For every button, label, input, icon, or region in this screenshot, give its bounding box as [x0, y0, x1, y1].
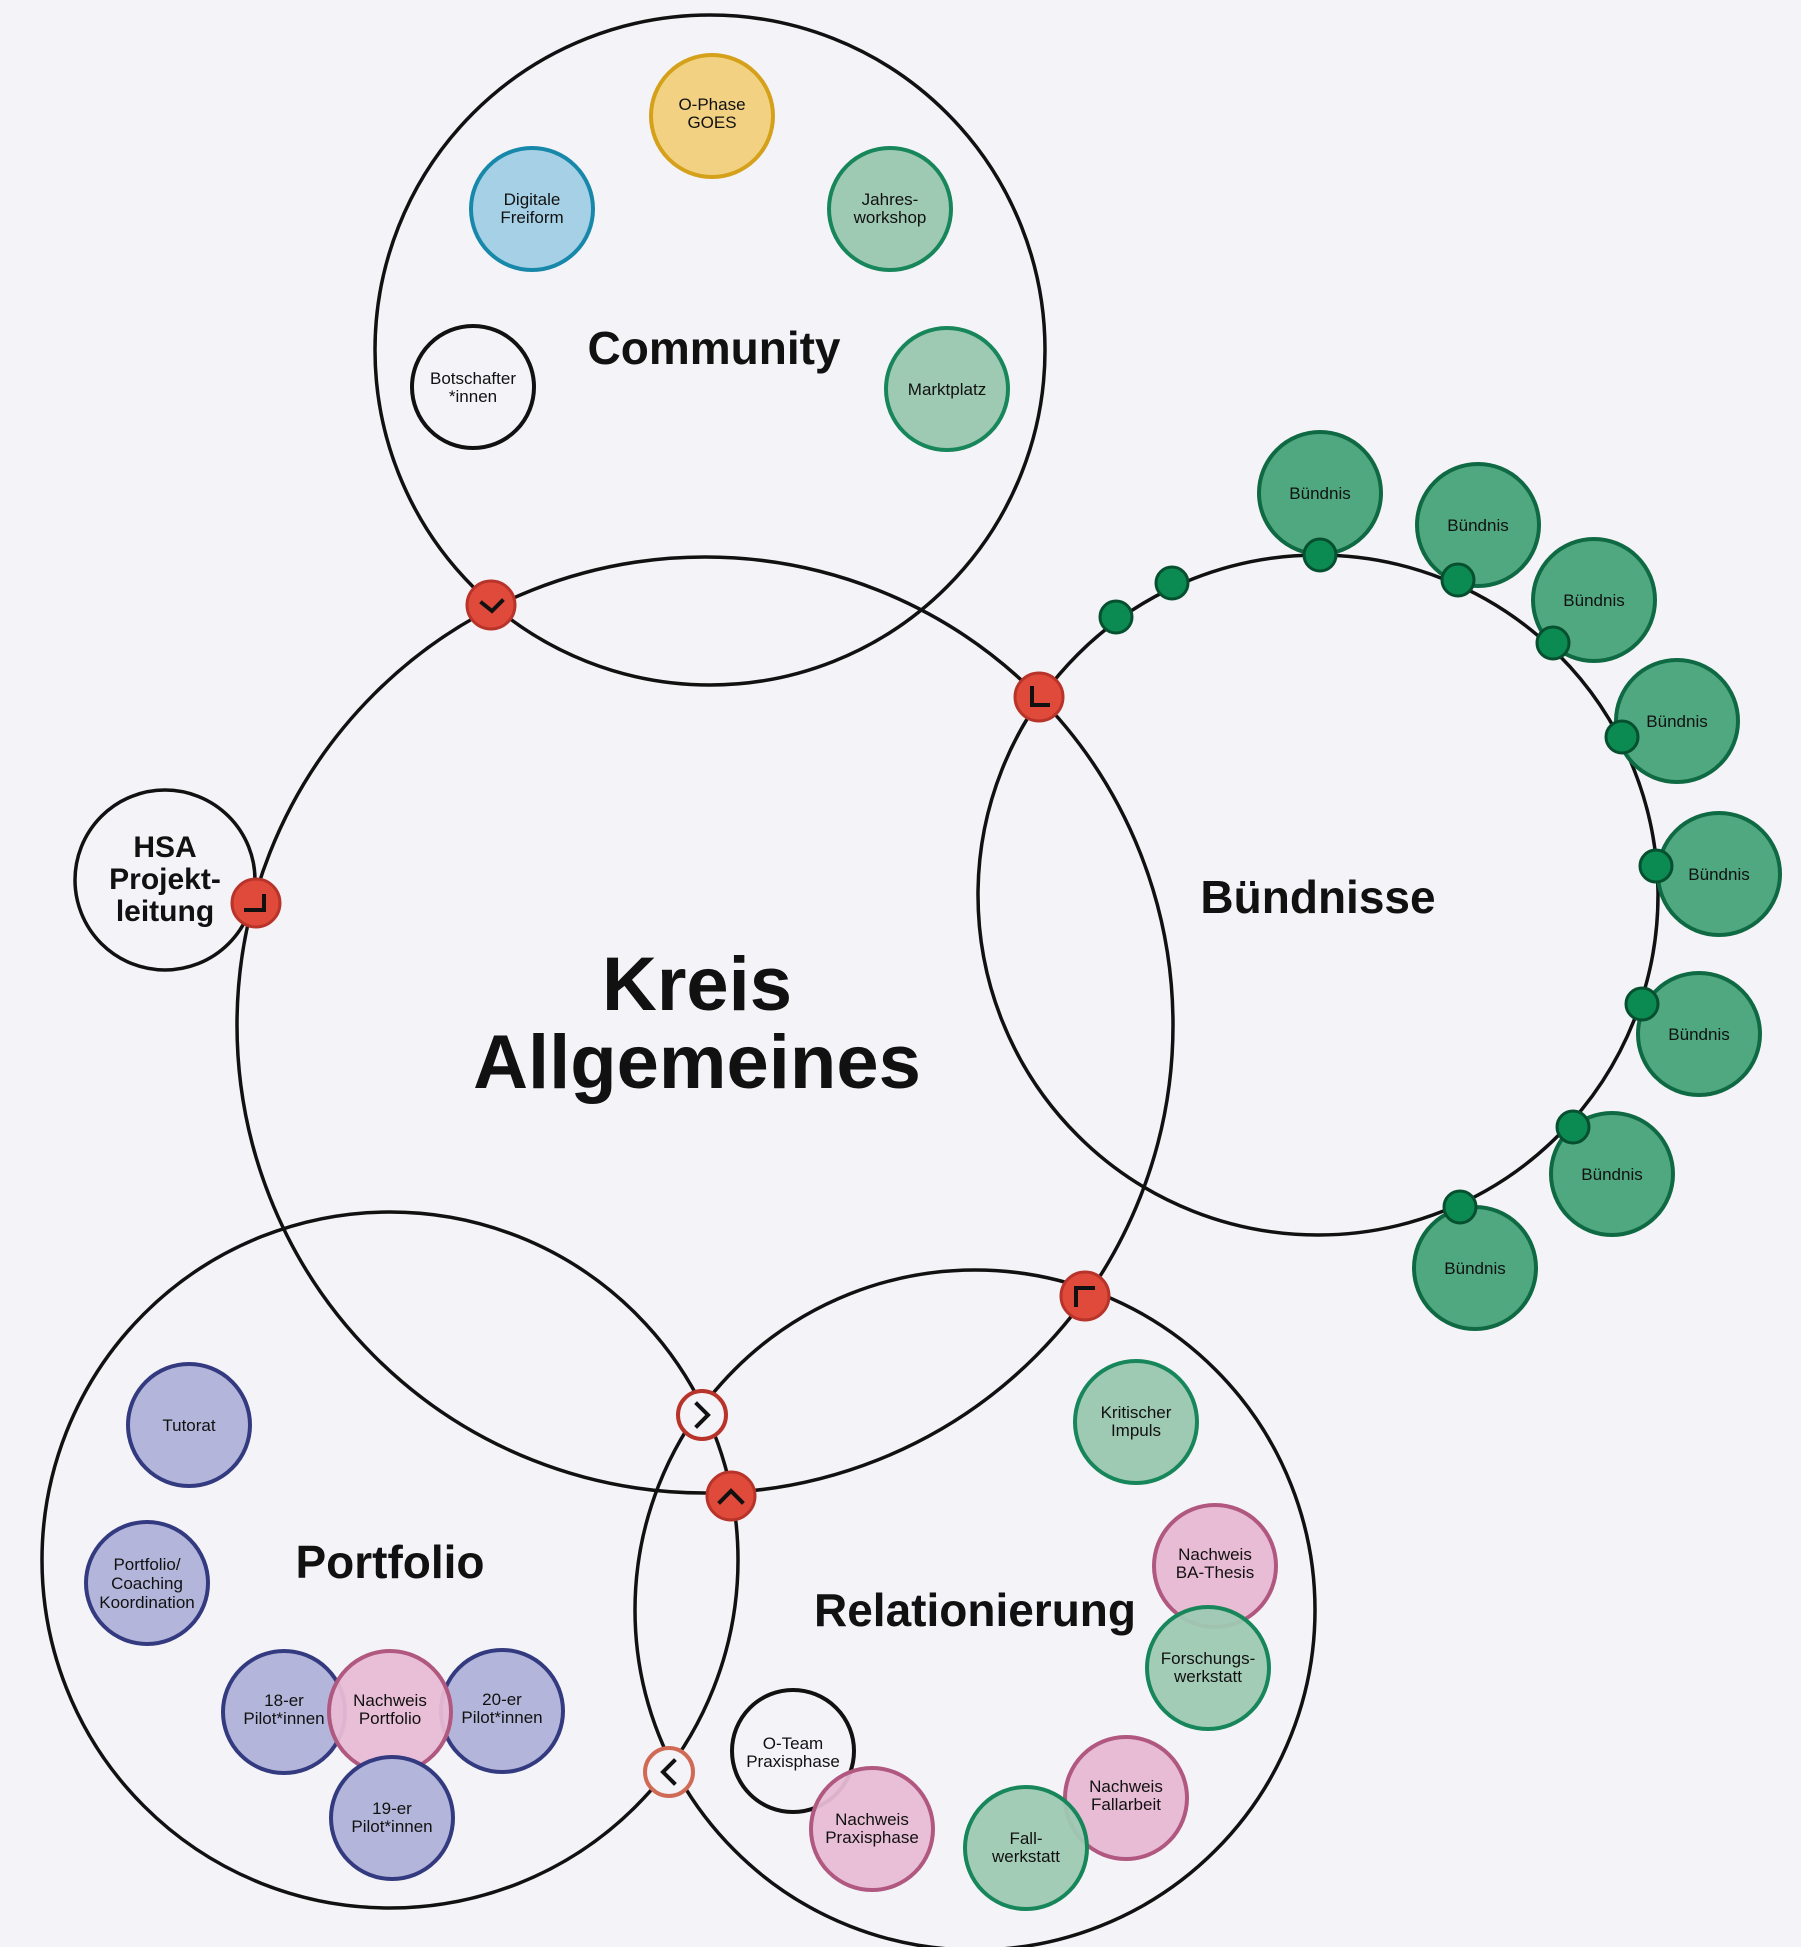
- chevron-up-icon: [717, 1488, 745, 1505]
- main-title-line2: Allgemeines: [473, 1020, 921, 1105]
- node-oteam-praxisphase: [730, 1688, 856, 1814]
- oteam-line2: Praxisphase: [746, 1752, 840, 1771]
- node-botschafter: Botschafter *innen: [410, 324, 536, 450]
- svg-text:Bündnis: Bündnis: [1668, 1025, 1729, 1044]
- node-19er-pilot: [329, 1755, 455, 1881]
- buendnis-node-8: Bündnis: [1412, 1189, 1538, 1331]
- chevron-right-icon: [694, 1401, 711, 1429]
- pilot18-line2: Pilot*innen: [243, 1709, 324, 1728]
- community-label: Community: [588, 322, 841, 374]
- svg-text:Marktplatz: Marktplatz: [908, 380, 986, 399]
- nachweis-praxis-line2: Praxisphase: [825, 1828, 919, 1847]
- corner-icon: [1074, 1286, 1095, 1307]
- ba-thesis-line1: Nachweis: [1178, 1545, 1252, 1564]
- corner-icon: [244, 894, 266, 912]
- svg-text:Portfolio/: Portfolio/: [113, 1555, 180, 1574]
- node-tutorat: Tutorat: [126, 1362, 252, 1488]
- connector-kreis-relationierung: [705, 1470, 757, 1522]
- connector-portfolio-kreis: [676, 1389, 728, 1441]
- svg-text:Jahres-: Jahres-: [862, 190, 919, 209]
- buendnis-node-3: Bündnis: [1531, 537, 1657, 663]
- nachweis-fall-line2: Fallarbeit: [1091, 1795, 1161, 1814]
- pilot20-line1: 20-er: [482, 1690, 522, 1709]
- svg-text:Freiform: Freiform: [500, 208, 563, 227]
- buendnis-node-2: Bündnis: [1415, 462, 1541, 598]
- svg-text:O-Phase: O-Phase: [678, 95, 745, 114]
- node-fallwerkstatt: [963, 1785, 1089, 1911]
- pilot20-line2: Pilot*innen: [461, 1708, 542, 1727]
- svg-text:GOES: GOES: [687, 113, 736, 132]
- svg-text:Bündnis: Bündnis: [1646, 712, 1707, 731]
- buendnis-node-6: Bündnis: [1624, 971, 1762, 1097]
- nachweis-portfolio-line1: Nachweis: [353, 1691, 427, 1710]
- connector-buendnisse: [1013, 671, 1065, 723]
- svg-text:Bündnis: Bündnis: [1289, 484, 1350, 503]
- buendnis-node-5: Bündnis: [1638, 811, 1782, 937]
- svg-text:Koordination: Koordination: [99, 1593, 194, 1612]
- main-title-line1: Kreis: [602, 942, 792, 1027]
- svg-text:Bündnis: Bündnis: [1444, 1259, 1505, 1278]
- fallwerkstatt-line2: werkstatt: [991, 1847, 1060, 1866]
- oteam-line1: O-Team: [763, 1734, 823, 1753]
- svg-text:Bündnis: Bündnis: [1563, 591, 1624, 610]
- svg-text:Bündnis: Bündnis: [1447, 516, 1508, 535]
- node-portfolio-coaching: Portfolio/ Coaching Koordination: [84, 1520, 210, 1646]
- node-ophase: O-Phase GOES: [649, 53, 775, 179]
- nachweis-portfolio-line2: Portfolio: [359, 1709, 421, 1728]
- pilot18-line1: 18-er: [264, 1691, 304, 1710]
- svg-text:Bündnis: Bündnis: [1688, 865, 1749, 884]
- relationierung-label: Relationierung: [814, 1584, 1136, 1636]
- chevron-left-icon: [660, 1758, 677, 1786]
- buendnisse-label: Bündnisse: [1200, 871, 1435, 923]
- buendnis-node-1: Bündnis: [1257, 430, 1383, 573]
- nachweis-praxis-line1: Nachweis: [835, 1810, 909, 1829]
- node-jahresworkshop: Jahres- workshop: [827, 146, 953, 272]
- nachweis-fall-line1: Nachweis: [1089, 1777, 1163, 1796]
- node-marktplatz: Marktplatz: [884, 326, 1010, 452]
- forschung-line1: Forschungs-: [1161, 1649, 1255, 1668]
- svg-text:Tutorat: Tutorat: [162, 1416, 216, 1435]
- hsa-label-line3: leitung: [116, 895, 214, 928]
- connector-relationierung: [1059, 1270, 1111, 1322]
- node-forschungswerkstatt: [1145, 1605, 1271, 1731]
- portfolio-label: Portfolio: [295, 1536, 484, 1588]
- check-icon: [479, 598, 505, 614]
- buendnis-nodes: Bündnis Bündnis Bündnis Bündnis Bündnis …: [1098, 430, 1782, 1331]
- pilot19-line2: Pilot*innen: [351, 1817, 432, 1836]
- corner-icon: [1030, 686, 1050, 707]
- svg-text:Kritischer: Kritischer: [1101, 1403, 1172, 1422]
- buendnis-dot-empty-2: [1154, 565, 1190, 601]
- buendnis-dot-empty-1: [1098, 599, 1134, 635]
- svg-text:workshop: workshop: [853, 208, 927, 227]
- connector-community: [465, 579, 517, 631]
- forschung-line2: werkstatt: [1173, 1667, 1242, 1686]
- hsa-label-line2: Projekt-: [109, 863, 221, 896]
- connector-hsa: [230, 877, 282, 929]
- buendnis-node-4: Bündnis: [1604, 658, 1740, 784]
- svg-text:Digitale: Digitale: [504, 190, 561, 209]
- portfolio-circle: [40, 1210, 740, 1910]
- fallwerkstatt-line1: Fall-: [1009, 1829, 1042, 1848]
- buendnis-node-7: Bündnis: [1549, 1109, 1675, 1237]
- node-digitale-freiform: Digitale Freiform: [469, 146, 595, 272]
- hsa-label-line1: HSA: [133, 831, 196, 864]
- kreis-allgemeines-circle: [235, 555, 1175, 1495]
- node-nachweis-praxisphase: [809, 1766, 935, 1892]
- ba-thesis-line2: BA-Thesis: [1176, 1563, 1254, 1582]
- node-kritischer-impuls: Kritischer Impuls: [1073, 1359, 1199, 1485]
- svg-text:*innen: *innen: [449, 387, 497, 406]
- node-nachweis-fallarbeit: [1063, 1735, 1189, 1861]
- relationierung-circle: [633, 1268, 1317, 1947]
- svg-text:Bündnis: Bündnis: [1581, 1165, 1642, 1184]
- community-circle: [373, 13, 1047, 687]
- svg-text:Coaching: Coaching: [111, 1574, 183, 1593]
- svg-text:Impuls: Impuls: [1111, 1421, 1161, 1440]
- svg-text:Botschafter: Botschafter: [430, 369, 516, 388]
- connector-portfolio-relationierung: [643, 1746, 695, 1798]
- pilot19-line1: 19-er: [372, 1799, 412, 1818]
